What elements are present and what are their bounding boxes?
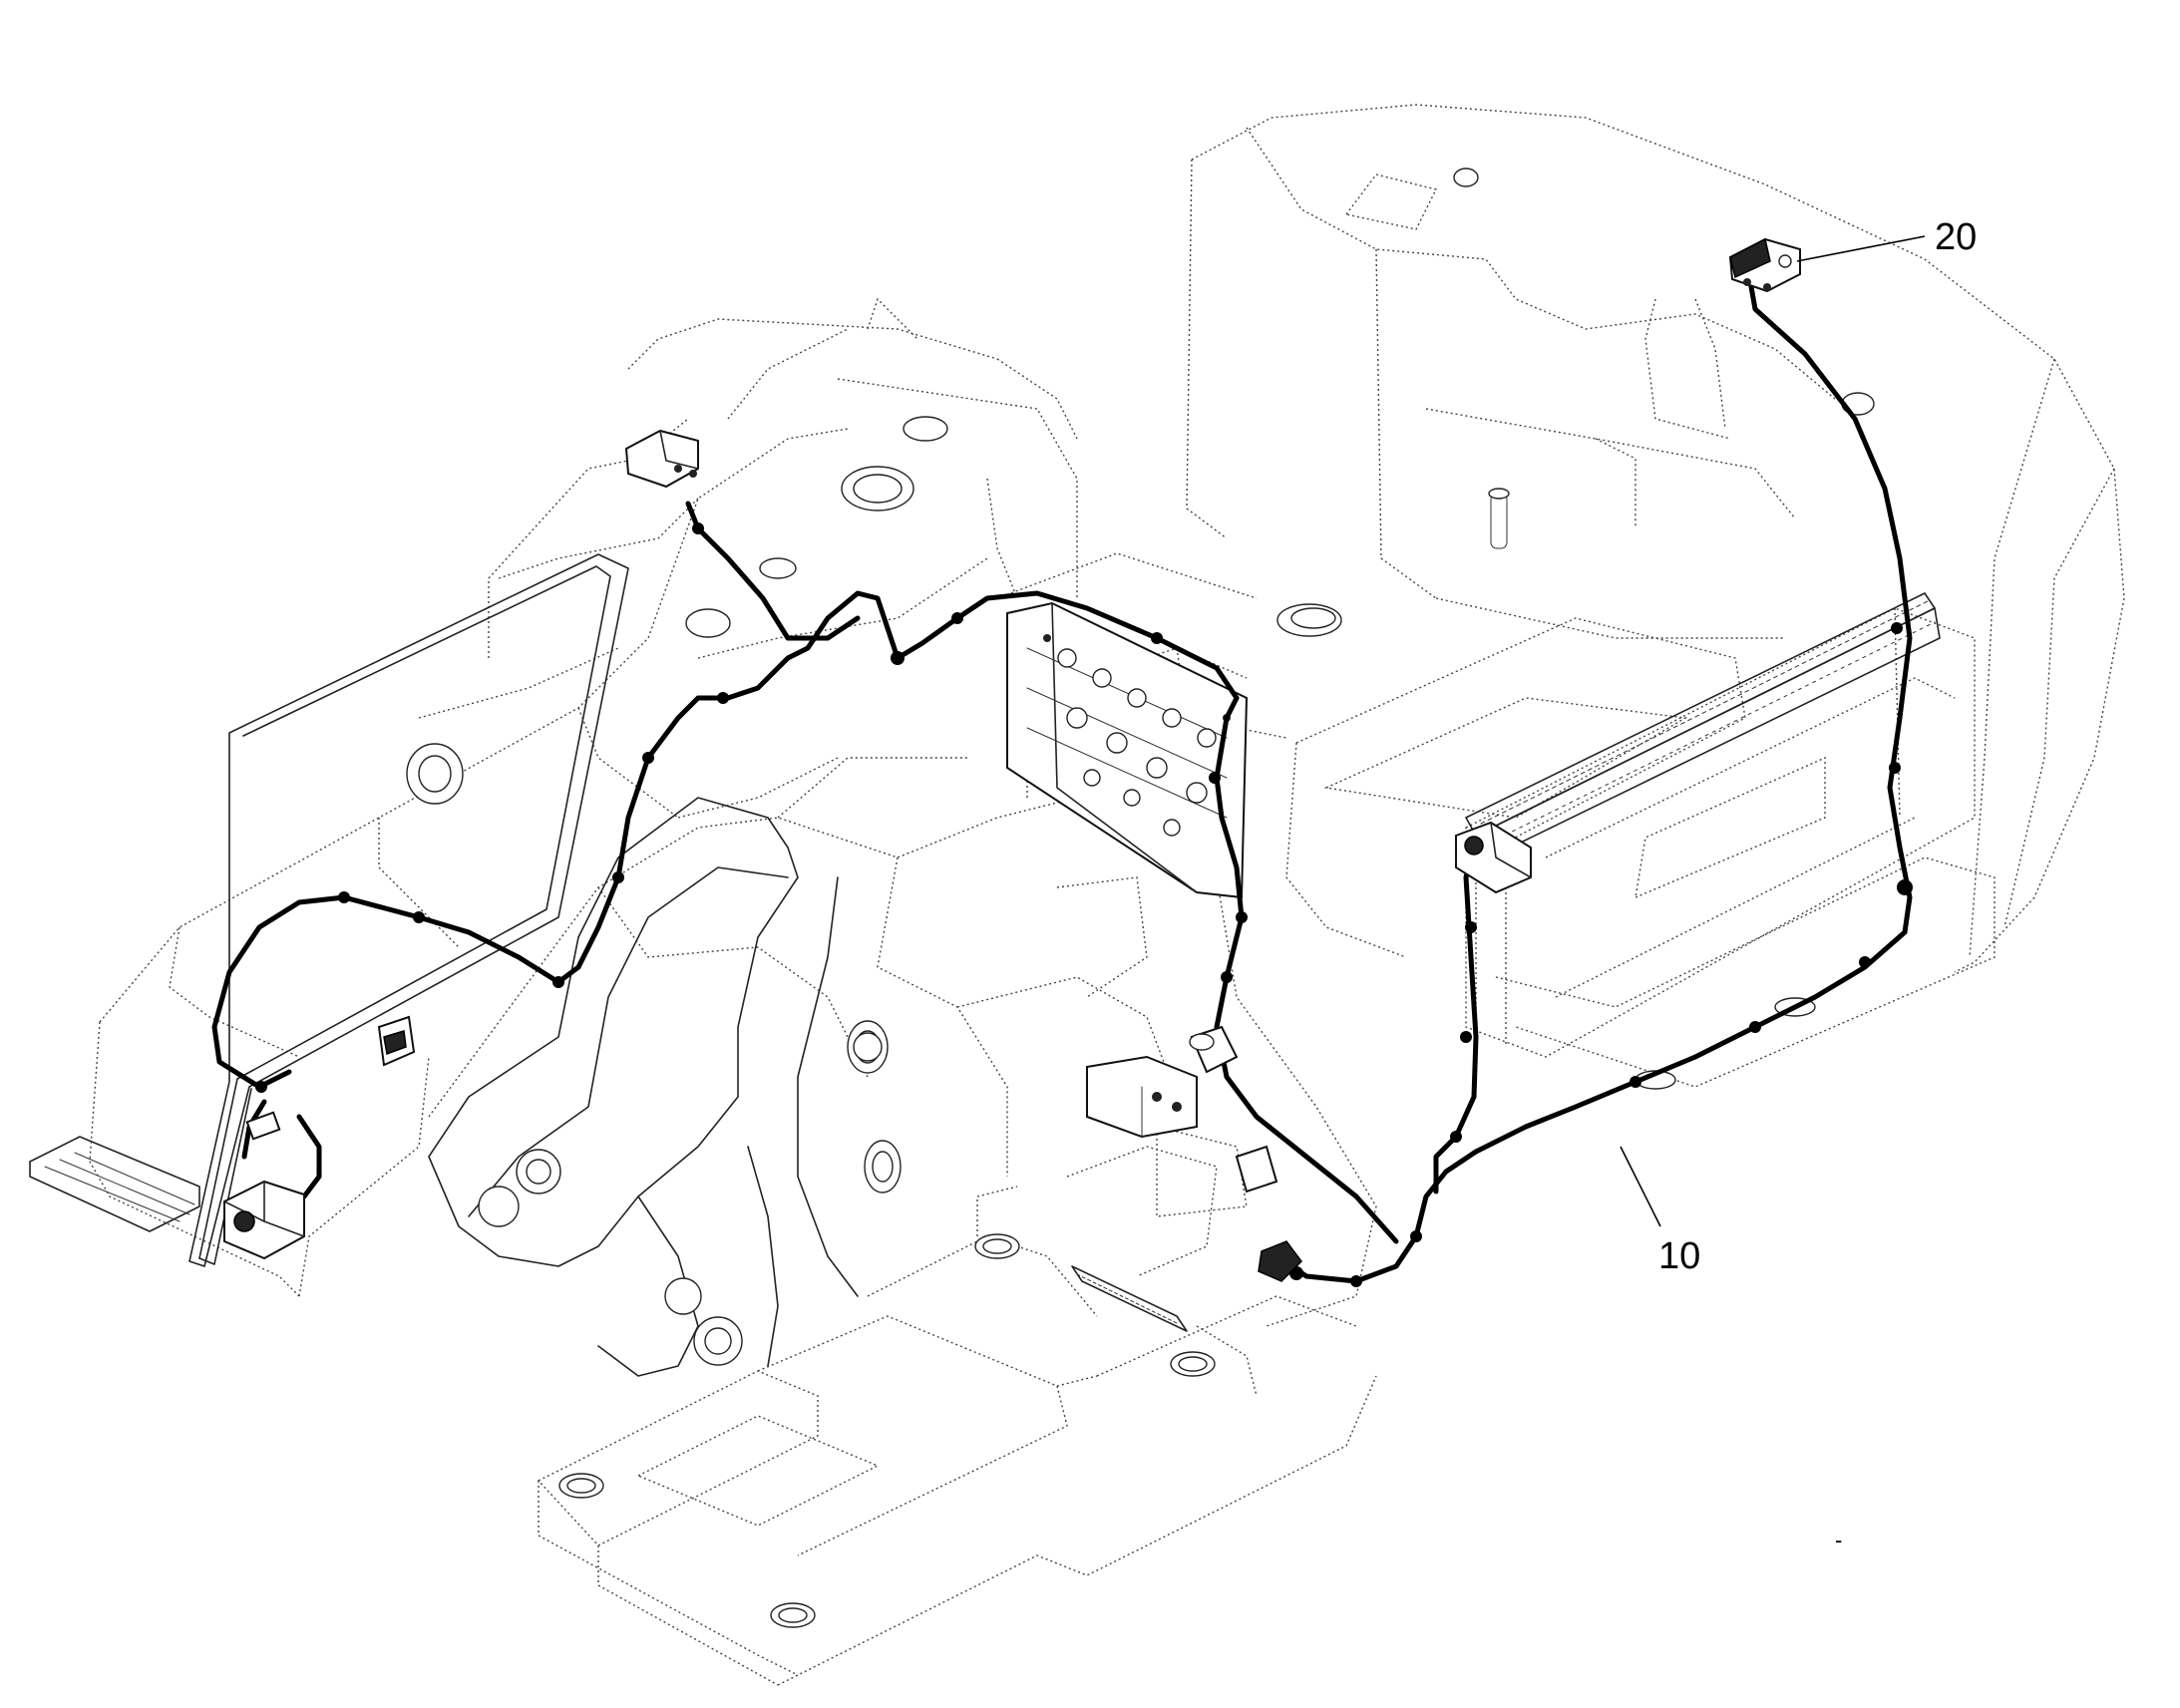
main-control-valve [1006, 601, 1249, 899]
pilot-valve-block [1086, 1055, 1198, 1139]
rear-work-lamp [1728, 237, 1801, 293]
callout-20: 20 [1796, 216, 1977, 262]
leader-line-20 [1796, 235, 1926, 262]
cooler-fin-strip [1465, 592, 1941, 860]
harness-clips [255, 522, 1913, 1287]
guard-bracket-lamp [377, 1015, 416, 1067]
counterweight [1186, 104, 2125, 973]
callout-label-20: 20 [1935, 216, 1977, 258]
leader-line-10 [1620, 1146, 1661, 1227]
radiator-frame [1285, 607, 1996, 1090]
left-step [29, 1136, 200, 1232]
lower-frame-front [537, 1186, 1377, 1686]
left-frame [89, 297, 1078, 1297]
corner-mark: - [1835, 1528, 1842, 1552]
callout-10: 10 [1620, 1146, 1700, 1277]
cab-guard-frame [188, 553, 629, 1267]
upper-left-work-lamp [624, 429, 699, 489]
lower-left-work-lamp [223, 1111, 305, 1260]
boom-foot-bracket [428, 797, 902, 1377]
callout-label-10: 10 [1658, 1235, 1700, 1277]
cooler-work-lamp [1455, 821, 1532, 894]
harness-connector-cluster [1189, 1025, 1302, 1282]
